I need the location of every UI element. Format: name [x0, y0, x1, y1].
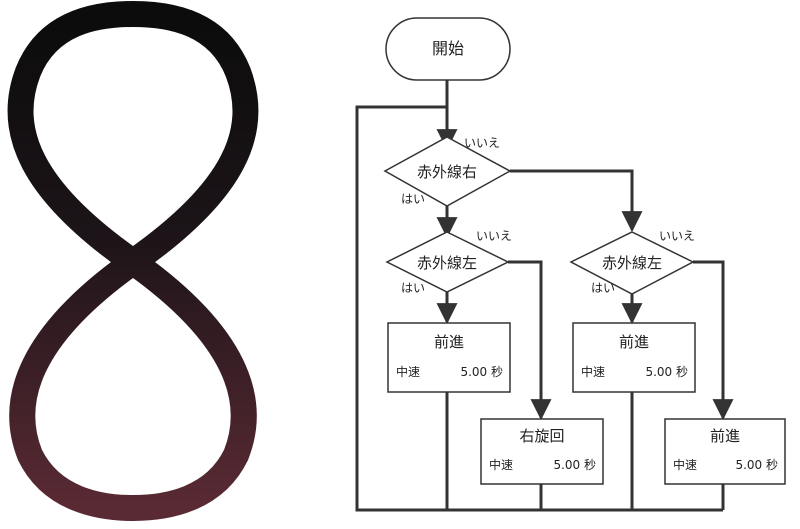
action-speed: 中速 — [489, 457, 513, 472]
decision-ir-left-a-label: 赤外線左 — [417, 254, 477, 272]
yes-label: はい — [401, 192, 425, 206]
action-duration: 5.00 秒 — [460, 365, 503, 379]
action-duration: 5.00 秒 — [553, 458, 596, 472]
yes-label: はい — [401, 281, 425, 295]
action-speed: 中速 — [581, 364, 605, 379]
action-turn-right: 右旋回 中速 5.00 秒 — [480, 418, 604, 485]
action-speed: 中速 — [673, 457, 697, 472]
action-speed: 中速 — [396, 364, 420, 379]
no-label: いいえ — [659, 229, 695, 243]
figure-eight-track — [7, 1, 259, 521]
action-forward-c: 前進 中速 5.00 秒 — [664, 418, 786, 485]
decision-ir-left-b: 赤外線左 いいえ はい — [569, 229, 695, 295]
no-label: いいえ — [476, 229, 512, 243]
decision-ir-left-b-label: 赤外線左 — [602, 254, 662, 272]
decision-ir-right-label: 赤外線右 — [417, 163, 477, 181]
action-duration: 5.00 秒 — [735, 458, 778, 472]
decision-ir-right: 赤外線右 いいえ はい — [383, 136, 512, 207]
start-terminator: 開始 — [385, 17, 511, 81]
flowchart-connectors — [355, 80, 734, 512]
action-title: 前進 — [434, 333, 464, 351]
action-duration: 5.00 秒 — [645, 365, 688, 379]
action-title: 前進 — [619, 333, 649, 351]
action-forward-a: 前進 中速 5.00 秒 — [387, 322, 511, 393]
yes-label: はい — [591, 281, 615, 295]
decision-ir-left-a: 赤外線左 いいえ はい — [385, 229, 512, 295]
start-label: 開始 — [432, 39, 464, 58]
action-forward-b: 前進 中速 5.00 秒 — [572, 322, 696, 393]
no-label: いいえ — [464, 136, 500, 150]
action-title: 前進 — [710, 427, 740, 445]
action-title: 右旋回 — [519, 427, 564, 445]
